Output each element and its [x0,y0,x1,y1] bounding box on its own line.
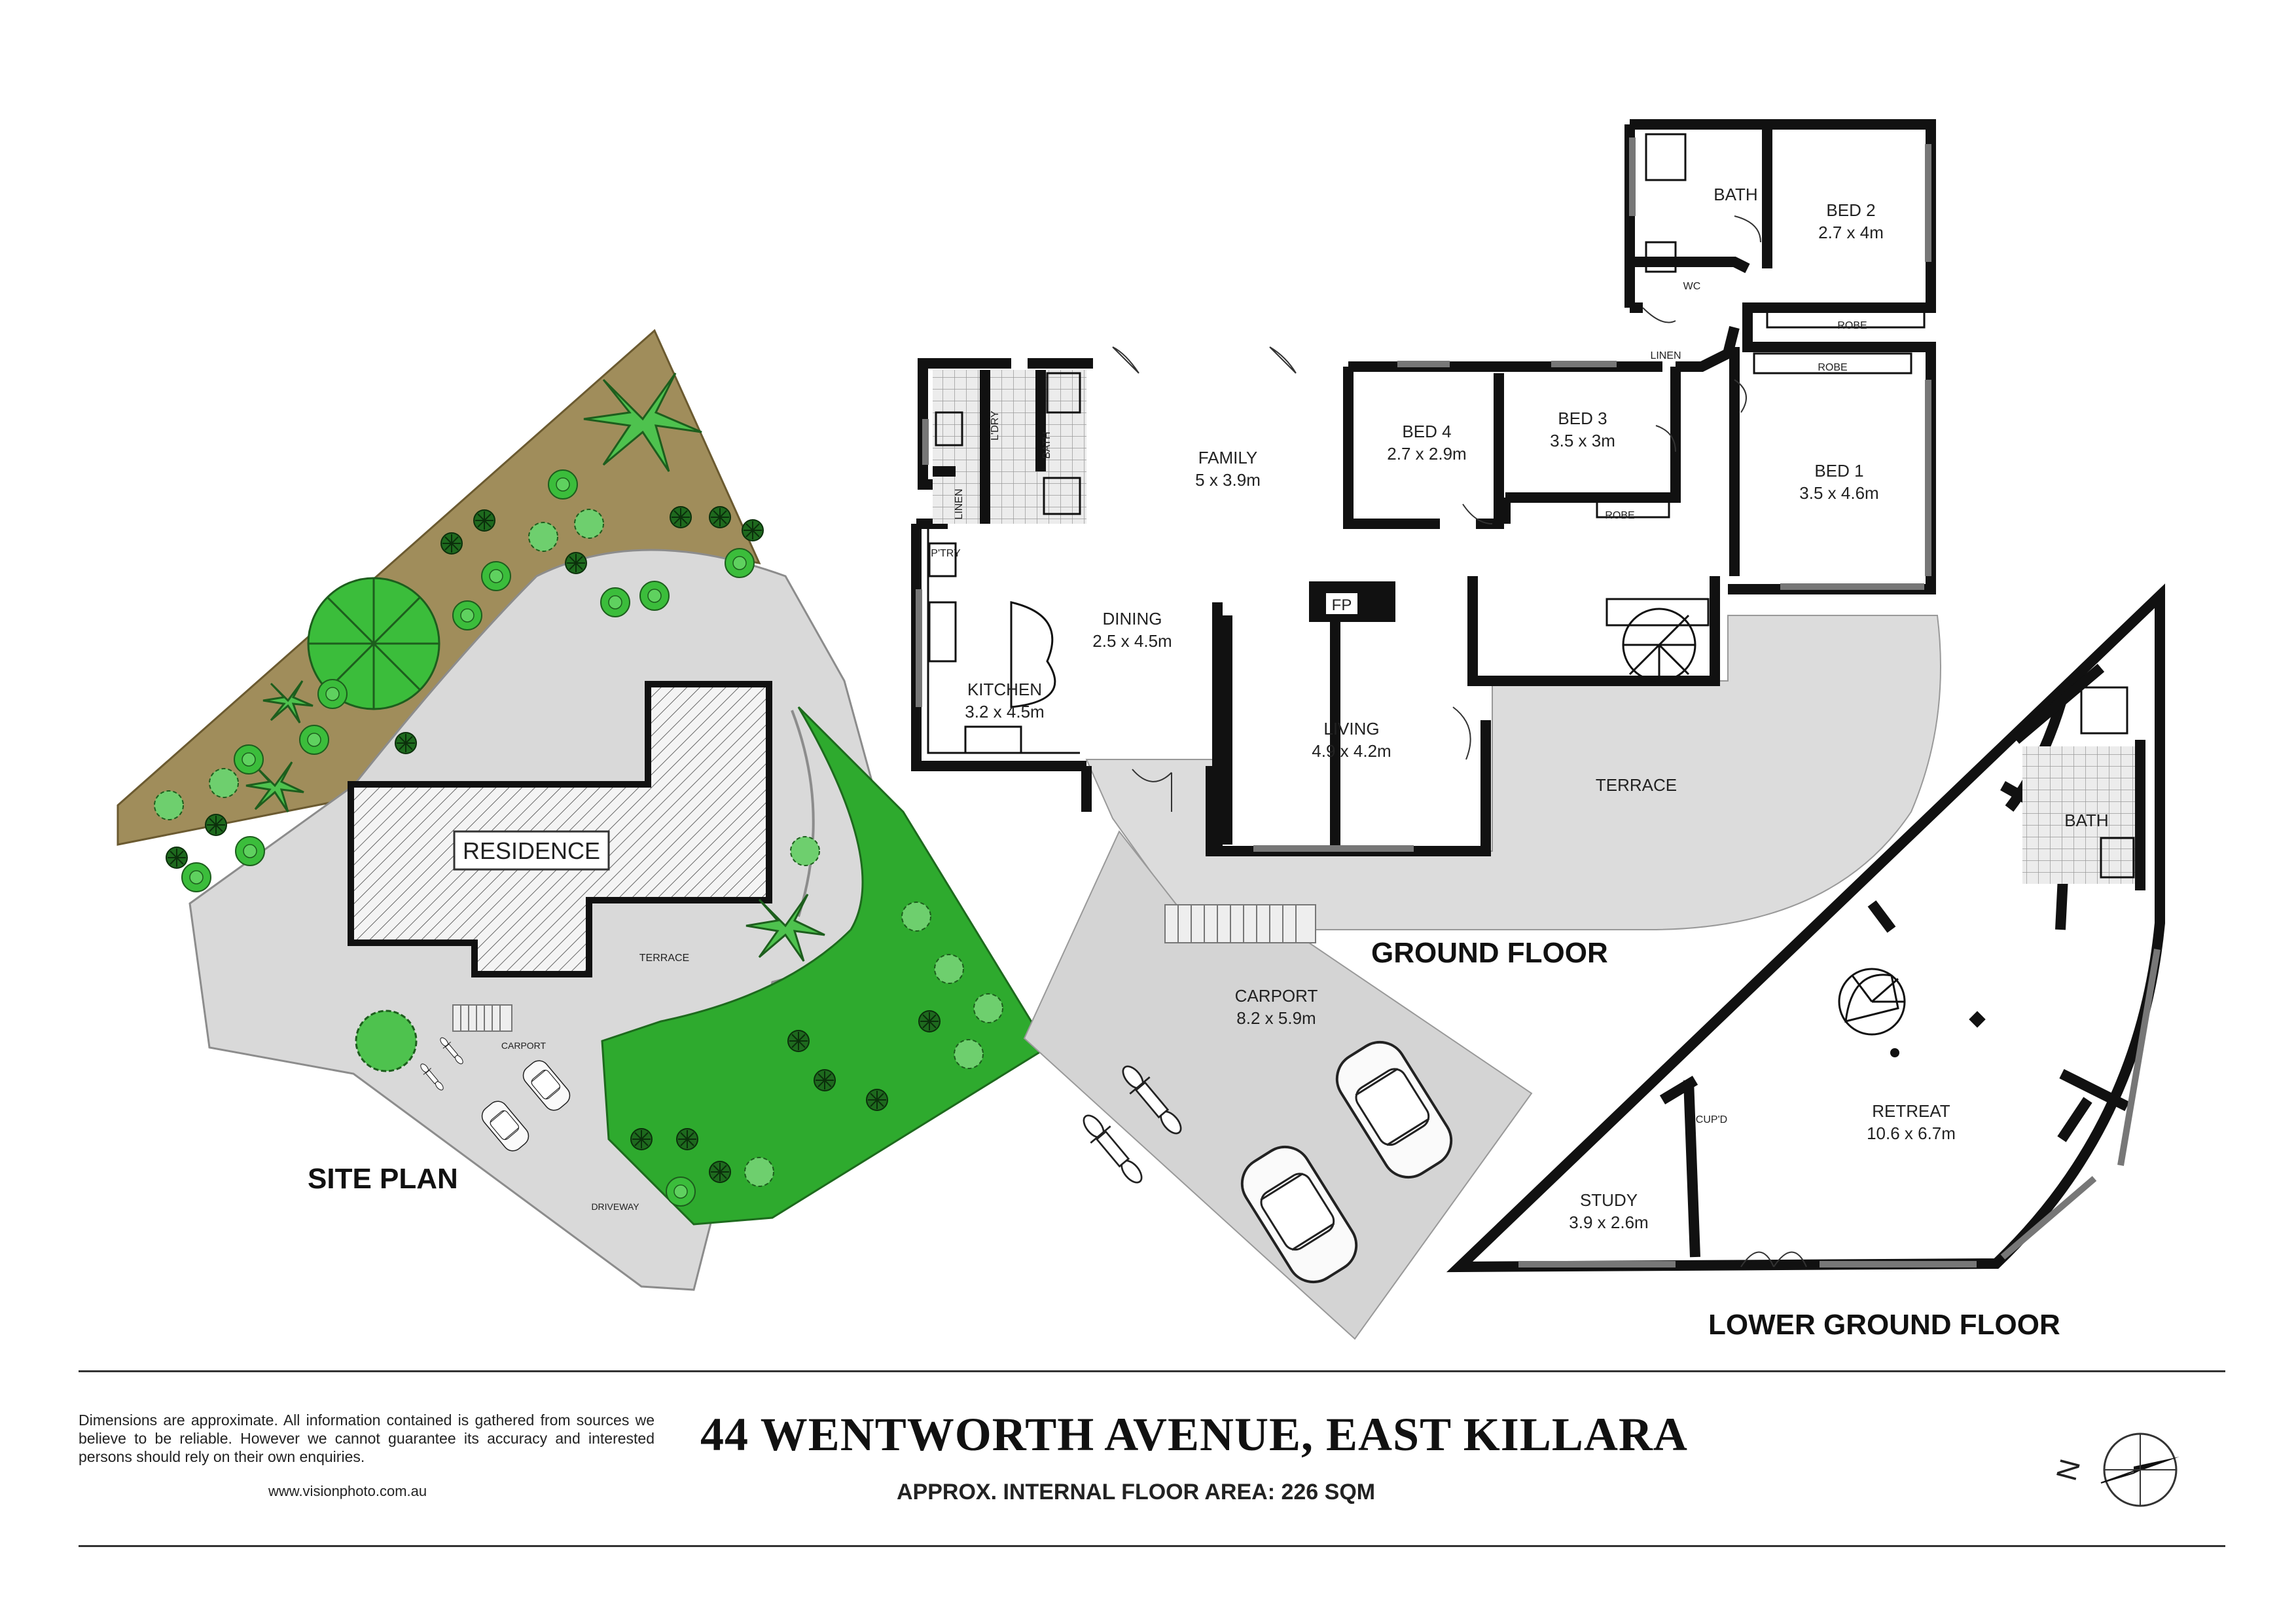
family-label: FAMILY [1198,448,1258,467]
robe-bed3-label: ROBE [1605,510,1634,521]
cupboard-label: CUP'D [1696,1114,1727,1125]
linen2-label: LINEN [1650,350,1681,361]
property-address: 44 WENTWORTH AVENUE, EAST KILLARA [700,1408,1688,1461]
living-label: LIVING [1323,719,1379,739]
family-size: 5 x 3.9m [1195,470,1261,490]
bed3-label: BED 3 [1558,409,1607,428]
retreat-label: RETREAT [1872,1101,1950,1121]
lower-bath-label: BATH [2064,811,2108,830]
ground-fittings [916,133,1931,852]
study-size: 3.9 x 2.6m [1569,1213,1648,1232]
site-plan-title: SITE PLAN [308,1163,458,1195]
robe-bed2-label: ROBE [1837,320,1867,331]
website-link[interactable]: www.visionphoto.com.au [268,1483,427,1499]
site-stairs [452,1004,512,1032]
carport-label: CARPORT [1235,986,1318,1006]
site-carport-label: CARPORT [501,1040,547,1051]
driveway-label: DRIVEWAY [591,1201,639,1212]
residence [348,681,772,977]
floor-area: APPROX. INTERNAL FLOOR AREA: 226 SQM [897,1480,1376,1504]
footer-rule-bottom [79,1545,2225,1547]
bed1-size: 3.5 x 4.6m [1799,483,1878,503]
bed2-size: 2.7 x 4m [1818,223,1884,242]
pantry-label: P'TRY [931,548,961,559]
carport-stairs [1164,904,1316,943]
bed4-label: BED 4 [1402,422,1451,441]
study-label: STUDY [1580,1190,1638,1210]
residence-label: RESIDENCE [463,837,600,864]
compass: N [2051,1432,2179,1507]
terrace-label: TERRACE [1596,775,1677,795]
kitchen-label: KITCHEN [967,680,1042,699]
lower-ground-floor-title: LOWER GROUND FLOOR [1708,1309,2060,1341]
carport-size: 8.2 x 5.9m [1236,1008,1316,1028]
wc-label: WC [1683,281,1701,292]
site-terrace-label: TERRACE [639,953,689,964]
robe-bed1-label: ROBE [1818,362,1847,373]
bed2-label: BED 2 [1826,200,1875,220]
ground-floor-plan: FP [911,119,1941,1340]
fireplace-label: FP [1332,596,1352,614]
lower-spiral-stair [1838,968,1906,1036]
disclaimer-text: Dimensions are approximate. All informat… [79,1412,655,1465]
bed4-size: 2.7 x 2.9m [1387,444,1466,464]
palm-3 [245,761,304,812]
palm-4 [262,680,314,723]
dining-size: 2.5 x 4.5m [1092,631,1172,651]
kitchen-size: 3.2 x 4.5m [965,702,1044,721]
bed3-size: 3.5 x 3m [1550,431,1615,450]
dining-label: DINING [1103,609,1162,629]
compass-north-label: N [2051,1455,2087,1484]
carport-tree [355,1010,418,1072]
ground-floor-title: GROUND FLOOR [1371,937,1608,969]
laundry-label: L'DRY [990,410,1001,441]
site-plan: RESIDENCE TERRACE CARPORT DRIVEWAY [117,329,1049,1291]
lower-ground-floor-plan: RETREAT 10.6 x 6.7m STUDY 3.9 x 2.6m BAT… [1446,583,2165,1341]
living-size: 4.9 x 4.2m [1312,741,1391,761]
bed1-label: BED 1 [1814,461,1863,481]
retreat-size: 10.6 x 6.7m [1867,1123,1956,1143]
bath-small-label: BATH [1041,431,1052,458]
bath-label: BATH [1713,185,1757,204]
palm-1 [583,373,702,472]
footer-rule-top [79,1370,2225,1372]
linen-label: LINEN [954,488,965,519]
palm-2 [745,894,825,962]
lawn [601,706,1049,1226]
